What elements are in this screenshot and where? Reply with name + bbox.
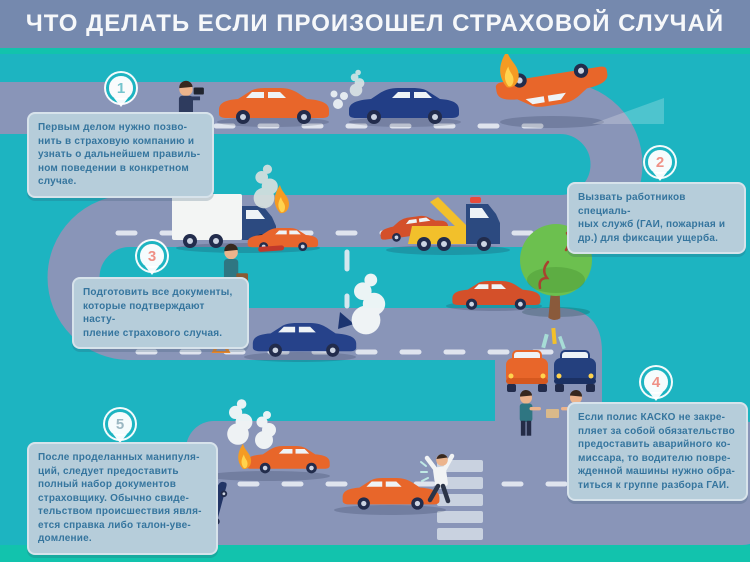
page-title: ЧТО ДЕЛАТЬ ЕСЛИ ПРОИЗОШЕЛ СТРАХОВОЙ СЛУЧ… bbox=[25, 10, 725, 37]
step-note-3: Подготовить все документы, которые подтв… bbox=[72, 277, 249, 349]
step-number-badge-1: 1 bbox=[109, 76, 133, 100]
tipped-car-collision-scene bbox=[200, 399, 330, 534]
step-number-badge-2: 2 bbox=[648, 150, 672, 174]
step-note-1: Первым делом нужно позво- нить в страхов… bbox=[27, 112, 214, 198]
step-number: 3 bbox=[147, 247, 157, 265]
truck-collision-scene bbox=[172, 164, 320, 253]
documents-icon bbox=[546, 409, 559, 418]
tow-truck-scene bbox=[378, 197, 510, 255]
step-note-4: Если полис КАСКО не закре- пляет за собо… bbox=[567, 402, 748, 501]
step-number: 1 bbox=[116, 79, 126, 97]
header-banner: ЧТО ДЕЛАТЬ ЕСЛИ ПРОИЗОШЕЛ СТРАХОВОЙ СЛУЧ… bbox=[0, 0, 750, 48]
beacon-light-icon bbox=[470, 197, 481, 203]
step-note-5: После проделанных манипуля- ций, следует… bbox=[27, 442, 218, 555]
step-number-badge-5: 5 bbox=[108, 412, 132, 436]
pedestrian bbox=[420, 453, 455, 504]
head-on-collision-scene bbox=[506, 327, 596, 436]
pedestrian-accident-scene bbox=[334, 453, 455, 515]
step-number: 4 bbox=[651, 373, 661, 391]
step-number: 2 bbox=[655, 153, 665, 171]
rear-end-collision-scene bbox=[217, 69, 461, 127]
overturned-burning-car-scene bbox=[494, 50, 664, 128]
step-number: 5 bbox=[115, 415, 125, 433]
step-number-badge-4: 4 bbox=[644, 370, 668, 394]
header-accent-strip bbox=[0, 48, 750, 54]
step-number-badge-3: 3 bbox=[140, 244, 164, 268]
step-note-2: Вызвать работников специаль- ных служб (… bbox=[567, 182, 746, 254]
